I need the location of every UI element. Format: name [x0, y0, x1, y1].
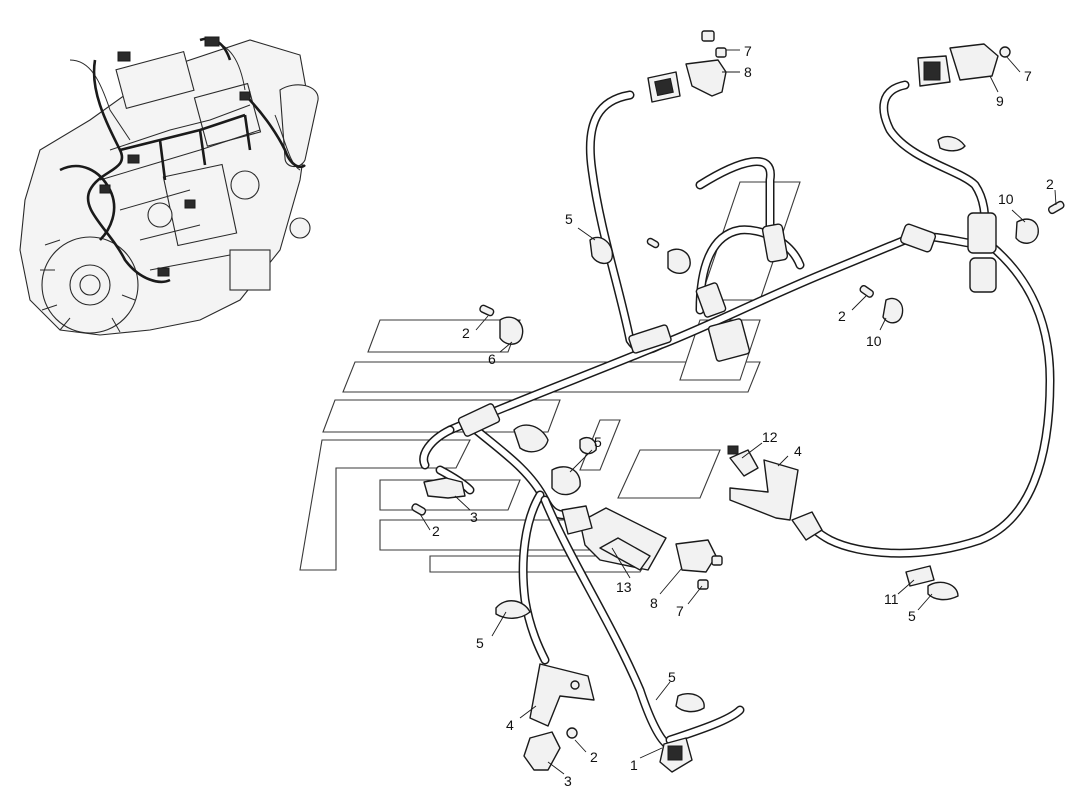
callout-5-bottom: 5	[668, 669, 676, 685]
callout-2-left: 2	[462, 325, 470, 341]
callout-5-lower-left: 5	[476, 635, 484, 651]
callout-3-upper: 3	[470, 509, 478, 525]
engine-illustration	[19, 36, 319, 336]
callout-4-right: 4	[794, 443, 802, 459]
callout-1: 1	[630, 757, 638, 773]
callout-2-mid-right: 2	[838, 308, 846, 324]
callout-5-upper: 5	[565, 211, 573, 227]
harness-junctions	[457, 212, 997, 437]
leader-lines	[419, 49, 1057, 775]
callout-8-lower: 8	[650, 595, 658, 611]
callout-11: 11	[884, 591, 899, 607]
callout-7-lower: 7	[676, 603, 684, 619]
callout-numbers: 7 8 7 9 2 10 5 2 10 2 6 5 12 4 3 2 13 8 …	[432, 43, 1054, 789]
callout-13: 13	[616, 579, 632, 595]
harness-parts	[411, 30, 1065, 773]
callout-2-lower-left: 2	[432, 523, 440, 539]
callout-12: 12	[762, 429, 778, 445]
callout-5-right: 5	[908, 608, 916, 624]
callout-6: 6	[488, 351, 496, 367]
callout-2-far-right: 2	[1046, 176, 1054, 192]
callout-8-top: 8	[744, 64, 752, 80]
callout-10-mid: 10	[866, 333, 882, 349]
callout-7-top: 7	[744, 43, 752, 59]
callout-3-bottom: 3	[564, 773, 572, 789]
callout-9: 9	[996, 93, 1004, 109]
callout-5-center: 5	[594, 434, 602, 450]
callout-4-bottom: 4	[506, 717, 514, 733]
callout-2-bottom: 2	[590, 749, 598, 765]
callout-10-right: 10	[998, 191, 1014, 207]
callout-7-right: 7	[1024, 68, 1032, 84]
